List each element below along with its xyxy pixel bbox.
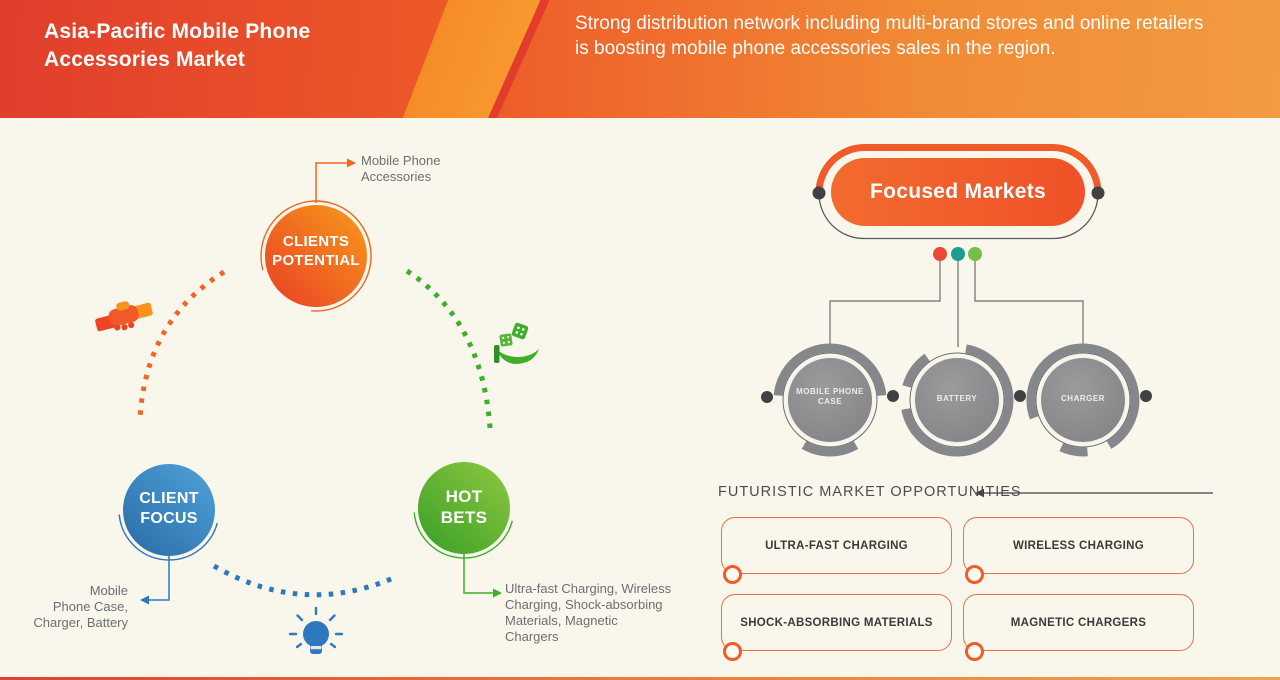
clients-potential-note: Mobile Phone Accessories (361, 153, 441, 184)
footer-accent-line (0, 677, 1280, 680)
connector-lines (829, 261, 1084, 347)
opportunity-label: ULTRA-FAST CHARGING (765, 539, 908, 552)
separator-dot (761, 391, 773, 403)
dotted-arc-green (405, 268, 493, 429)
corner-ring-icon (723, 565, 742, 584)
hot-bets-label: HOT BETS (440, 487, 488, 528)
opportunity-label: WIRELESS CHARGING (1013, 539, 1144, 552)
callout-line (315, 162, 347, 203)
separator-dot (1140, 390, 1152, 402)
arrowhead-icon (347, 158, 356, 168)
separator-dot (1014, 390, 1026, 402)
clients-potential-label: CLIENTS POTENTIAL (272, 233, 360, 269)
segment-label-charger: CHARGER (1061, 394, 1105, 403)
lightbulb-icon (288, 606, 344, 654)
corner-ring-icon (965, 642, 984, 661)
header-banner: Asia-Pacific Mobile Phone Accessories Ma… (0, 0, 1280, 118)
hot-bets-node (413, 462, 513, 598)
client-focus-label: CLIENT FOCUS (139, 490, 199, 527)
dice-hand-icon (494, 322, 539, 364)
focused-markets-title: Focused Markets (869, 180, 1047, 203)
arrowhead-icon (140, 595, 149, 605)
page-subtitle: Strong distribution network including mu… (575, 13, 1204, 59)
stadium-right-dot (1091, 186, 1105, 200)
opportunity-box-shock-absorbing-materials: SHOCK-ABSORBING MATERIALS (721, 594, 952, 661)
stadium-left-dot (812, 186, 826, 200)
corner-ring-icon (965, 565, 984, 584)
corner-ring-icon (723, 642, 742, 661)
teal-dot (951, 247, 965, 261)
red-dot (933, 247, 947, 261)
callout-line (149, 556, 170, 601)
dotted-arc-blue (212, 563, 400, 598)
client-focus-node (118, 464, 218, 605)
opportunity-box-magnetic-chargers: MAGNETIC CHARGERS (963, 594, 1194, 661)
opportunity-box-wireless-charging: WIRELESS CHARGING (963, 517, 1194, 584)
page-title: Asia-Pacific Mobile Phone Accessories Ma… (44, 20, 311, 71)
green-dot (968, 247, 982, 261)
opportunities-heading: FUTURISTIC MARKET OPPORTUNITIES (718, 484, 1022, 500)
separator-dot (887, 390, 899, 402)
opportunity-label: MAGNETIC CHARGERS (1010, 616, 1147, 629)
client-focus-note: Mobile Phone Case, Charger, Battery (33, 583, 128, 630)
opportunity-box-ultra-fast-charging: ULTRA-FAST CHARGING (721, 517, 952, 584)
segment-label-mobile-phone-case: MOBILE PHONE CASE (796, 387, 864, 407)
arrowhead-icon (493, 588, 502, 598)
segment-label-battery: BATTERY (936, 394, 978, 403)
dotted-arc-orange (137, 269, 226, 419)
handshake-icon (95, 301, 153, 332)
callout-line (463, 554, 493, 594)
opportunity-label: SHOCK-ABSORBING MATERIALS (740, 616, 933, 629)
hot-bets-note: Ultra-fast Charging, Wireless Charging, … (505, 581, 672, 644)
